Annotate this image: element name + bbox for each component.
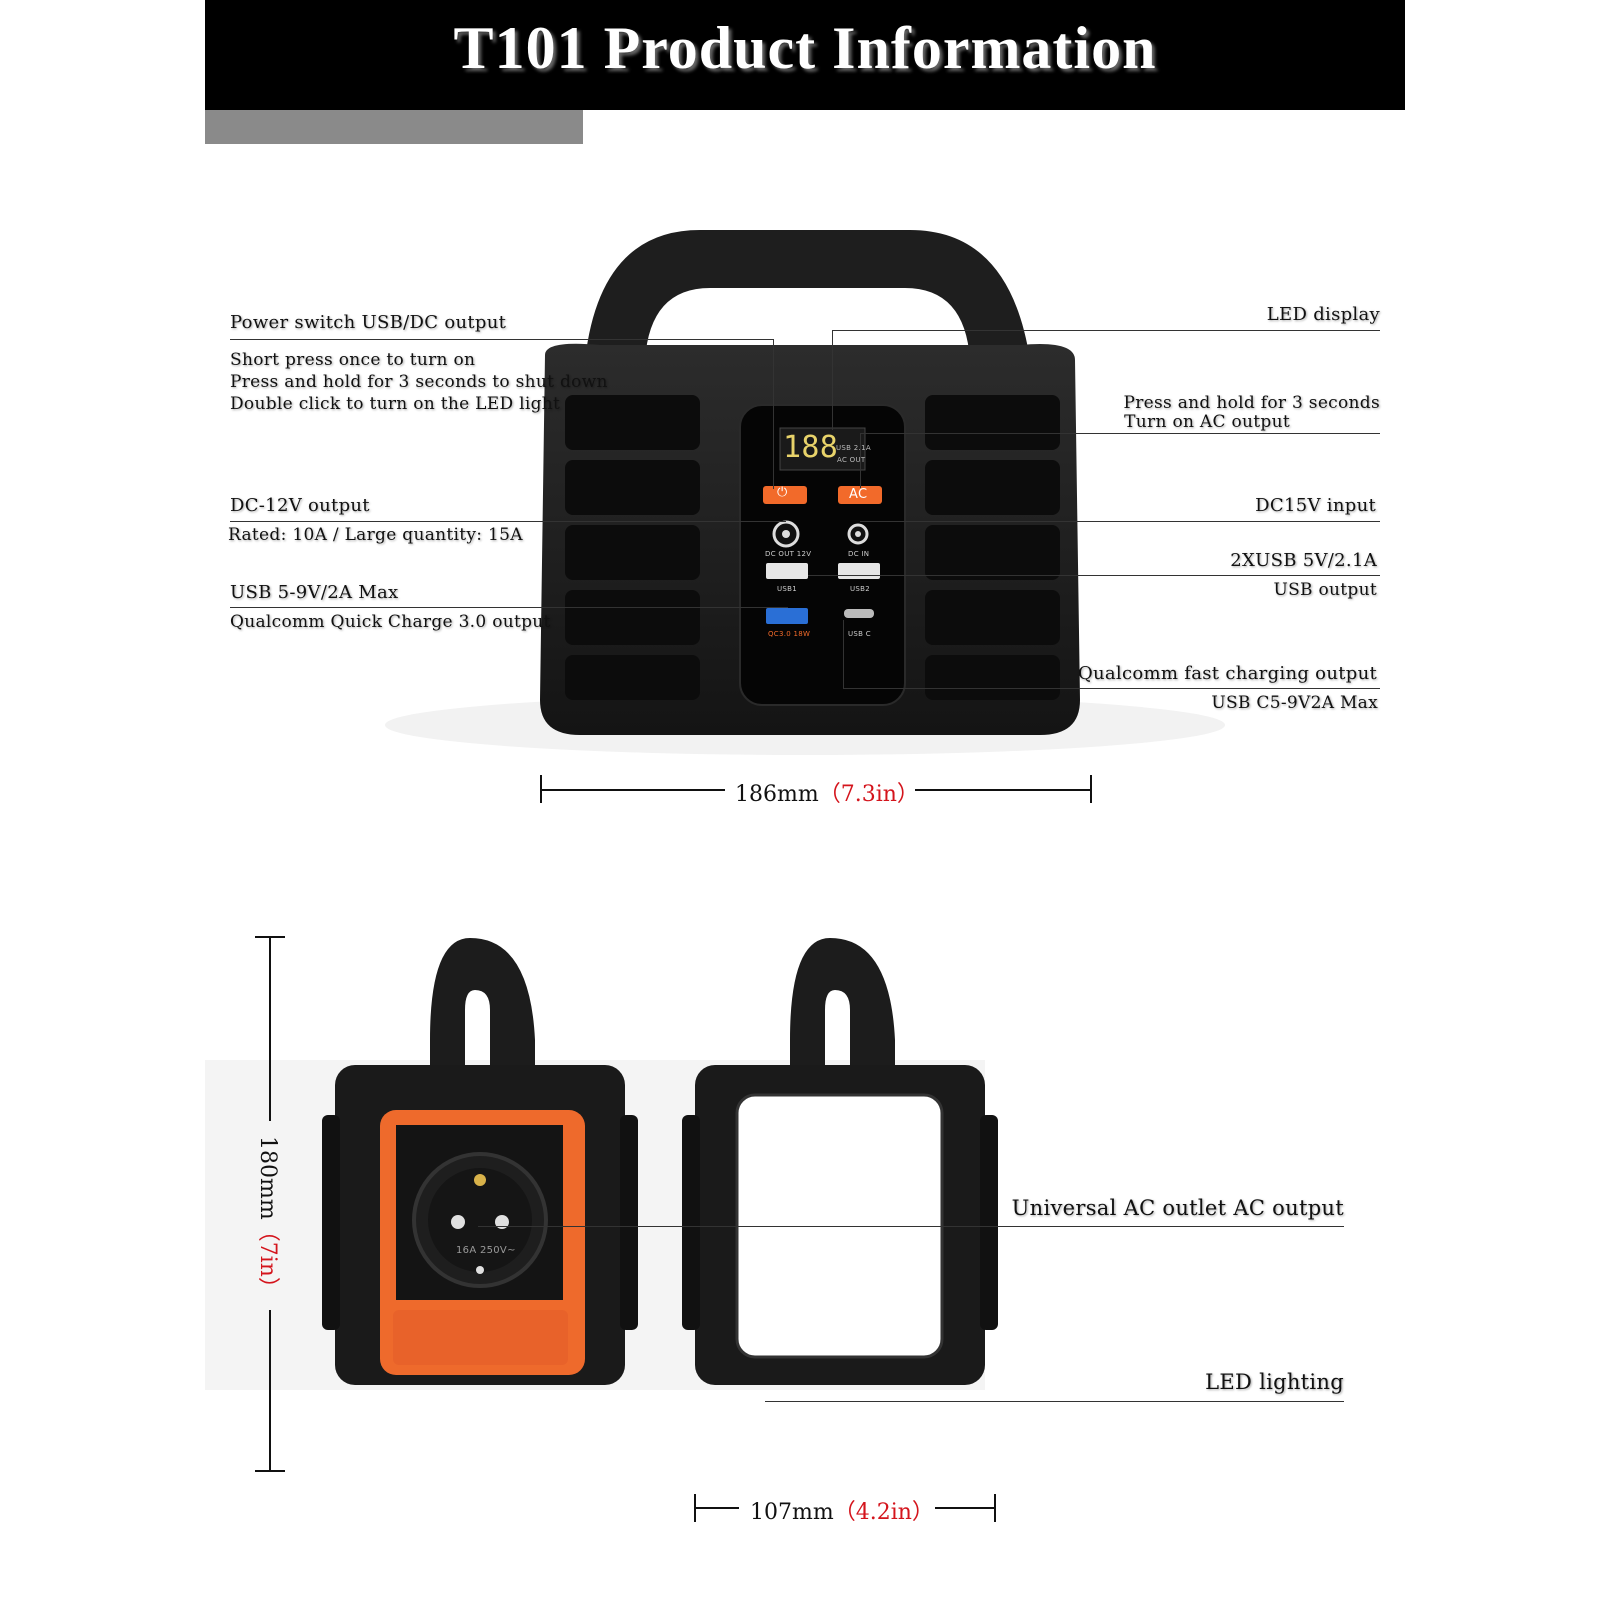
width-dimension-right-line [915, 789, 1090, 791]
height-dimension-top-line [269, 936, 271, 1121]
depth-dimension-value: 107mm [750, 1500, 834, 1525]
depth-dimension-right-line [935, 1507, 995, 1509]
usbc-leader-line [843, 688, 1380, 689]
power-switch-leader-line [230, 339, 773, 340]
dc12v-detail: Rated: 10A / Large quantity: 15A [228, 525, 523, 545]
led-display-label: LED display [1266, 304, 1380, 325]
panel-usb-small-label: USB 2.1A [836, 444, 871, 452]
dc12v-leader-line [230, 521, 786, 522]
ac-button-line-1: Press and hold for 3 seconds [1123, 393, 1380, 413]
width-dimension-left-line [540, 789, 725, 791]
header-accent-bar [205, 110, 583, 144]
height-dimension-value: 180mm [255, 1136, 280, 1220]
ac-button-leader-drop [860, 433, 861, 488]
power-station-side-images [205, 938, 998, 1390]
header-bar [205, 0, 1405, 110]
usb-qc-detail: Qualcomm Quick Charge 3.0 output [230, 612, 551, 632]
led-display-leader-line [832, 330, 1380, 331]
panel-dc-in-label: DC IN [848, 550, 870, 558]
power-button[interactable]: ⏻ [777, 485, 788, 500]
ac-button-line-2: Turn on AC output [1124, 412, 1290, 432]
depth-dimension: 107mm（4.2in） [750, 1494, 934, 1526]
depth-dimension-imperial: （4.2in） [833, 1500, 934, 1525]
usb-qc-heading: USB 5-9V/2A Max [230, 582, 399, 603]
power-station-front-image [385, 230, 1225, 755]
width-dimension: 186mm（7.3in） [735, 776, 919, 808]
width-dimension-imperial: （7.3in） [818, 782, 919, 807]
panel-usb1-label: USB1 [777, 585, 798, 593]
ac-button[interactable]: AC [849, 487, 868, 502]
led-display-digits: 188 [783, 430, 839, 465]
dc12v-heading: DC-12V output [230, 495, 370, 516]
power-switch-line-3: Double click to turn on the LED light [230, 394, 561, 414]
height-dimension-bottom-tick [255, 1470, 285, 1472]
usb2x-heading: 2XUSB 5V/2.1A [1230, 550, 1377, 571]
outlet-marking: 16A 250V~ [456, 1245, 516, 1256]
page-title: T101 Product Information [453, 15, 1157, 81]
height-dimension-bottom-line [269, 1310, 271, 1472]
usbc-leader-drop [843, 620, 844, 688]
led-lighting-label: LED lighting [1205, 1370, 1344, 1394]
height-dimension: 180mm（7in） [254, 1136, 286, 1299]
power-switch-line-1: Short press once to turn on [230, 350, 476, 370]
panel-ac-small-label: AC OUT [837, 456, 866, 464]
dc15v-label: DC15V input [1255, 495, 1376, 516]
ac-outlet-leader-line [478, 1226, 1344, 1227]
usb2x-detail: USB output [1273, 580, 1377, 600]
usbc-heading: Qualcomm fast charging output [1077, 663, 1377, 684]
dc15v-leader-line [860, 521, 1380, 522]
depth-dimension-left-line [694, 1507, 739, 1509]
usbc-detail: USB C5-9V2A Max [1211, 693, 1378, 713]
panel-dc-out-label: DC OUT 12V [765, 550, 812, 558]
ac-outlet-label: Universal AC outlet AC output [1011, 1196, 1344, 1220]
power-switch-heading: Power switch USB/DC output [230, 312, 507, 333]
power-switch-leader-drop [773, 339, 774, 489]
usb-qc-leader-line [230, 607, 788, 608]
depth-dimension-right-tick [994, 1494, 996, 1522]
power-switch-line-2: Press and hold for 3 seconds to shut dow… [230, 372, 608, 392]
panel-usb2-label: USB2 [850, 585, 871, 593]
height-dimension-imperial: （7in） [255, 1219, 280, 1299]
width-dimension-right-tick [1090, 775, 1092, 803]
panel-qc-label: QC3.0 18W [768, 630, 811, 638]
led-display-leader-drop [832, 330, 833, 430]
usb2x-leader-line [808, 575, 1380, 576]
led-lighting-leader-line [765, 1401, 1344, 1402]
width-dimension-value: 186mm [735, 782, 819, 807]
ac-button-leader-line [860, 433, 1380, 434]
panel-usbc-label: USB C [848, 630, 871, 638]
